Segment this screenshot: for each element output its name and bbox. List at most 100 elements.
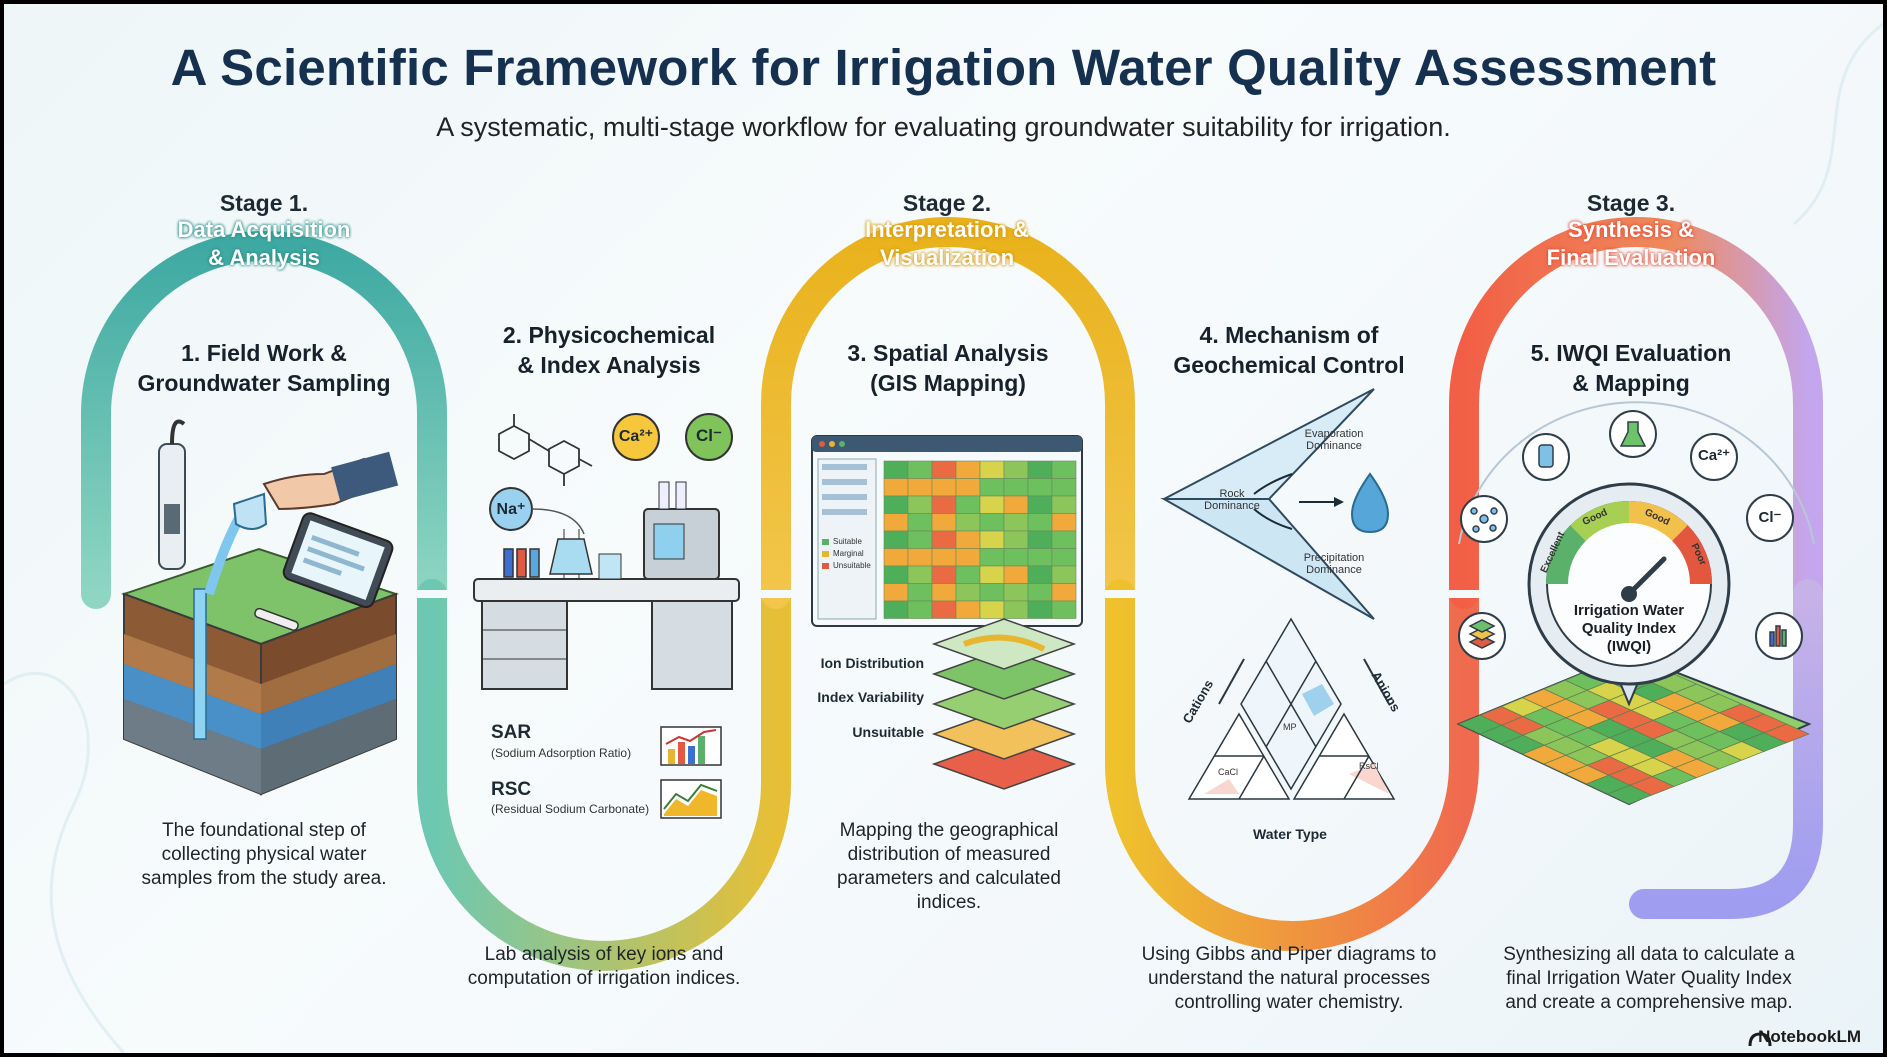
piper-diagram: [1187, 617, 1396, 800]
piper-mp-label: MP: [1283, 722, 1297, 732]
gis-grid-cell: [1051, 478, 1077, 497]
gis-grid-cell: [979, 565, 1005, 584]
gis-grid-cell: [931, 565, 957, 584]
step-5-title: 5. IWQI Evaluation& Mapping: [1530, 340, 1732, 396]
gis-grid-cell: [979, 478, 1005, 497]
gis-grid-cell: [955, 513, 981, 532]
gis-grid-cell: [907, 583, 933, 602]
gis-grid-cell: [907, 548, 933, 567]
gis-grid-cell: [1027, 548, 1053, 567]
gauge-arc-segment: [1546, 525, 1587, 585]
gis-grid-cell: [1051, 513, 1077, 532]
gis-grid-cell: [907, 530, 933, 549]
gis-grid-cell: [931, 600, 957, 619]
ion-calcium-label: Ca²⁺: [618, 428, 654, 445]
gis-grid-cell: [907, 495, 933, 514]
gis-grid-cell: [1051, 600, 1077, 619]
gis-grid-cell: [1051, 548, 1077, 567]
gis-grid-cell: [1051, 565, 1077, 584]
piper-cacl-label: CaCl: [1218, 767, 1239, 777]
ion-sodium-label: Na⁺: [496, 501, 526, 518]
notebooklm-logo-icon: [1748, 1032, 1772, 1047]
gis-grid-cell: [1003, 478, 1029, 497]
step-3-title: 3. Spatial Analysis(GIS Mapping): [847, 340, 1049, 396]
groundwater-block-illustration: [120, 419, 400, 796]
gis-grid-cell: [883, 600, 909, 619]
gis-grid-cell: [955, 600, 981, 619]
gis-grid-cell: [979, 583, 1005, 602]
iwqi-map-cell: [1763, 723, 1810, 744]
gis-grid-cell: [883, 548, 909, 567]
stage-1-subtitle: Data Acquisition& Analysis: [177, 217, 351, 270]
gis-grid-cell: [907, 478, 933, 497]
iwqi-illustration: [1456, 401, 1815, 806]
gis-heatmap-grid: [883, 460, 1077, 619]
stage-2-subtitle: Interpretation &Visualization: [865, 217, 1029, 270]
gis-grid-cell: [1003, 530, 1029, 549]
page-subtitle: A systematic, multi-stage workflow for e…: [436, 112, 1451, 142]
ion-calcium-label-5: Ca²⁺: [1697, 447, 1731, 464]
gis-grid-cell: [883, 530, 909, 549]
lab-bench-illustration: [473, 413, 740, 819]
gis-grid-cell: [979, 495, 1005, 514]
gis-grid-cell: [931, 530, 957, 549]
gauge-arc-segment: [1570, 501, 1630, 542]
stage-2-heading: Stage 2.: [902, 190, 992, 216]
gis-grid-cell: [1027, 565, 1053, 584]
stage-3-heading: Stage 3.: [1586, 190, 1676, 216]
step-1-title: 1. Field Work &Groundwater Sampling: [137, 340, 391, 396]
gis-grid-cell: [907, 513, 933, 532]
background-wave: [1793, 22, 1883, 226]
gis-grid-cell: [1003, 565, 1029, 584]
gis-grid-cell: [883, 565, 909, 584]
gis-grid-cell: [1027, 460, 1053, 479]
gis-grid-cell: [1027, 600, 1053, 619]
gis-grid-cell: [979, 460, 1005, 479]
gis-grid-cell: [1051, 530, 1077, 549]
gis-grid-cell: [907, 600, 933, 619]
gis-grid-cell: [1003, 495, 1029, 514]
legend-unsuitable: Unsuitable: [833, 561, 871, 570]
rsc-full-label: (Residual Sodium Carbonate): [491, 802, 650, 816]
stage-1-heading: Stage 1.: [219, 190, 309, 216]
gis-grid-cell: [931, 495, 957, 514]
gis-grid-cell: [1027, 478, 1053, 497]
infographic-canvas: A Scientific Framework for Irrigation Wa…: [4, 4, 1883, 1053]
page-title: A Scientific Framework for Irrigation Wa…: [170, 39, 1717, 96]
gis-grid-cell: [931, 460, 957, 479]
gis-grid-cell: [931, 513, 957, 532]
gis-grid-cell: [907, 565, 933, 584]
gauge-arcs: [1546, 501, 1712, 585]
gis-grid-cell: [1051, 495, 1077, 514]
gis-layer-stack: [931, 618, 1077, 790]
gis-grid-cell: [955, 495, 981, 514]
gis-grid-cell: [1003, 600, 1029, 619]
gis-grid-cell: [979, 548, 1005, 567]
gis-grid-cell: [1051, 460, 1077, 479]
rsc-label: RSC: [491, 779, 532, 800]
flow-ribbon: [81, 217, 1823, 971]
gauge-arc-segment: [1671, 525, 1712, 585]
gis-grid-cell: [955, 478, 981, 497]
gis-grid-cell: [907, 460, 933, 479]
iwqi-map-grid: [1458, 653, 1810, 805]
gis-grid-cell: [955, 548, 981, 567]
gis-grid-cell: [979, 513, 1005, 532]
gis-grid-cell: [955, 565, 981, 584]
workflow-artwork: [4, 22, 1883, 1053]
gis-grid-cell: [955, 583, 981, 602]
gis-grid-cell: [979, 600, 1005, 619]
layer-label-index-variability: Index Variability: [817, 689, 924, 705]
gis-grid-cell: [1003, 460, 1029, 479]
piper-water-type-label: Water Type: [1253, 826, 1327, 842]
stage-3-subtitle: Synthesis &Final Evaluation: [1546, 217, 1716, 270]
sar-label: SAR: [491, 722, 532, 743]
